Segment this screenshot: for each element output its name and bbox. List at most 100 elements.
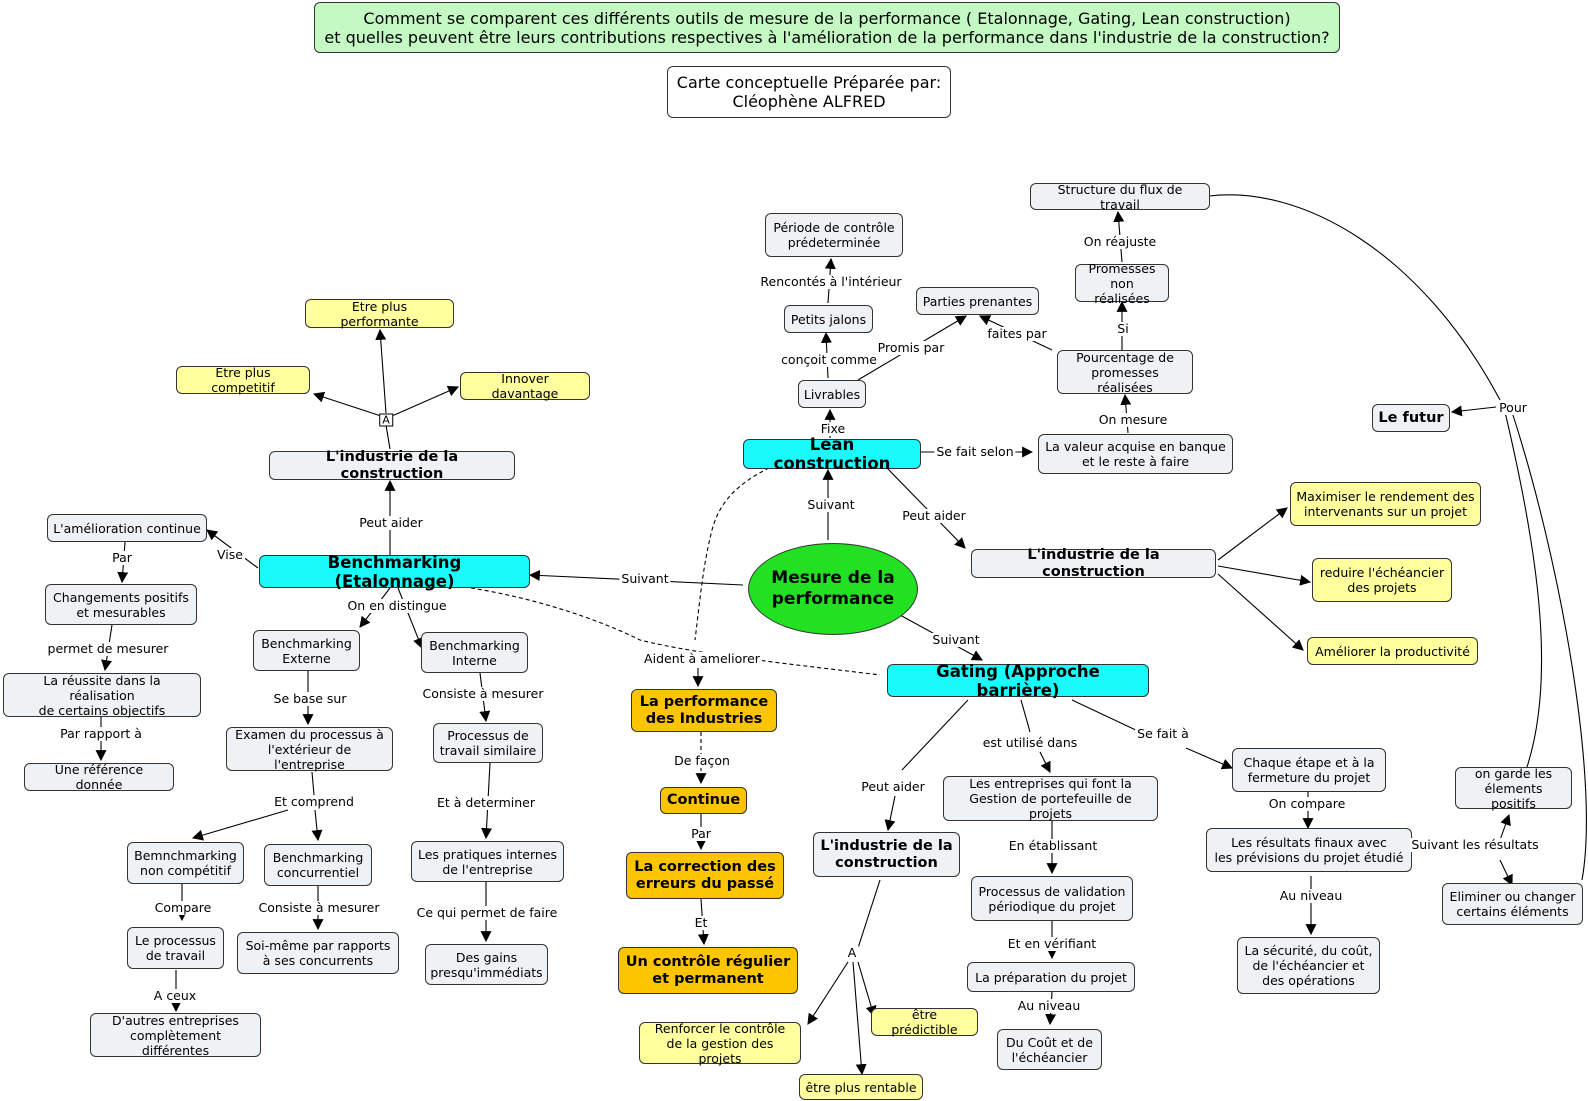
label-concoit: conçoit comme xyxy=(779,352,879,367)
node-concurrentiel[interactable]: Benchmarking concurrentiel xyxy=(264,844,372,886)
node-processus-similaire[interactable]: Processus de travail similaire xyxy=(433,723,543,763)
node-renforcer[interactable]: Renforcer le contrôle de la gestion des … xyxy=(639,1021,801,1066)
node-rentable[interactable]: être plus rentable xyxy=(799,1074,923,1100)
node-benchmarking[interactable]: Benchmarking (Etalonnage) xyxy=(259,553,530,591)
label-suivant-resultats: Suivant les résultats xyxy=(1409,837,1541,852)
label-rencontres: Rencontés à l'intérieur xyxy=(758,274,904,289)
label-au-niveau-2: Au niveau xyxy=(1277,888,1345,903)
label-se-base: Se base sur xyxy=(271,691,349,706)
link-a-competitif xyxy=(312,391,382,417)
node-correction[interactable]: La correction des erreurs du passé xyxy=(626,852,784,899)
link-utilise-entreprises xyxy=(1039,751,1051,773)
label-et-determiner: Et à determiner xyxy=(435,795,537,810)
label-suivant-bench: Suivant xyxy=(619,571,671,586)
node-eliminer[interactable]: Eliminer ou changer certains éléments xyxy=(1442,883,1583,925)
node-industry-bench[interactable]: L'industrie de la construction xyxy=(269,449,515,482)
label-consiste-1: Consiste à mesurer xyxy=(256,900,382,915)
node-innover[interactable]: Innover davantage xyxy=(460,371,590,401)
node-performance-industries[interactable]: La performance des Industries xyxy=(631,689,777,732)
node-plus-competitif[interactable]: Etre plus competitif xyxy=(176,365,310,395)
node-pratiques[interactable]: Les pratiques internes de l'entreprise xyxy=(411,841,564,882)
node-livrables[interactable]: Livrables xyxy=(798,380,866,408)
node-productivite[interactable]: Améliorer la productivité xyxy=(1307,637,1478,665)
node-entreprises[interactable]: Les entreprises qui font la Gestion de p… xyxy=(943,776,1158,821)
node-validation[interactable]: Processus de validation périodique du pr… xyxy=(971,876,1133,921)
link-comprend-concurrentiel xyxy=(311,809,323,842)
node-soi-meme[interactable]: Soi-même par rapports à ses concurrents xyxy=(237,932,399,974)
node-bench-externe[interactable]: Benchmarking Externe xyxy=(253,630,360,671)
node-changements[interactable]: Changements positifs et mesurables xyxy=(45,584,197,625)
node-resultats[interactable]: Les résultats finaux avec les prévisions… xyxy=(1206,828,1412,872)
link-industry-maximiser xyxy=(1217,507,1288,561)
node-amelioration-continue[interactable]: L'amélioration continue xyxy=(47,514,207,542)
node-pourcentage[interactable]: Pourcentage de promesses réalisées xyxy=(1057,350,1193,395)
label-verifiant: Et en vérifiant xyxy=(1005,936,1099,951)
dashed-link-lean-to-perf xyxy=(694,461,783,641)
label-a-gating: A xyxy=(845,945,859,960)
link-comprend-noncomp xyxy=(191,809,289,841)
node-plus-performante[interactable]: Etre plus performante xyxy=(305,299,454,329)
node-securite[interactable]: La sécurité, du coût, de l'échéancier et… xyxy=(1237,937,1380,994)
link-suivant-eliminer xyxy=(1499,859,1513,886)
node-maximiser[interactable]: Maximiser le rendement des intervenants … xyxy=(1290,482,1481,526)
label-etablissant: En établissant xyxy=(1006,838,1100,853)
label-peut-aider-gating: Peut aider xyxy=(859,779,927,794)
node-valeur-acquise[interactable]: La valeur acquise en banque et le reste … xyxy=(1038,434,1233,474)
link-pour-futur xyxy=(1450,405,1497,417)
node-gains[interactable]: Des gains presqu'immédiats xyxy=(425,944,548,985)
label-si: Si xyxy=(1115,321,1131,336)
curve-eliminer-pour xyxy=(1511,411,1587,881)
link-a-performante xyxy=(375,328,387,414)
node-garde-positifs[interactable]: on garde les élements positifs xyxy=(1455,766,1572,811)
label-ce-qui-permet: Ce qui permet de faire xyxy=(414,905,560,920)
label-peut-aider-bench: Peut aider xyxy=(357,515,425,530)
label-aident: Aident à ameliorer xyxy=(642,651,762,666)
node-controle[interactable]: Un contrôle régulier et permanent xyxy=(618,947,798,994)
link-sefait-chaque xyxy=(1185,747,1234,770)
node-gating[interactable]: Gating (Approche barrière) xyxy=(887,662,1149,700)
link-gating-peutaider xyxy=(901,699,969,771)
node-lean[interactable]: Lean construction xyxy=(743,435,921,473)
label-promis: Promis par xyxy=(875,340,947,355)
label-se-fait-selon: Se fait selon xyxy=(934,444,1016,459)
node-le-futur[interactable]: Le futur xyxy=(1372,404,1450,432)
node-petits-jalons[interactable]: Petits jalons xyxy=(784,305,873,333)
node-periode[interactable]: Période de contrôle prédeterminée xyxy=(765,213,903,257)
link-bench-int xyxy=(397,587,424,650)
link-lean-industry xyxy=(884,465,966,549)
label-est-utilise: est utilisé dans xyxy=(980,735,1080,750)
node-continue[interactable]: Continue xyxy=(660,787,747,814)
node-reference[interactable]: Une référence donnée xyxy=(24,762,174,792)
label-on-mesure: On mesure xyxy=(1096,412,1170,427)
label-compare: Compare xyxy=(152,900,214,915)
link-a-innover xyxy=(391,385,460,417)
node-processus-travail[interactable]: Le processus de travail xyxy=(127,927,224,969)
link-a-rentable xyxy=(852,961,867,1076)
node-bench-interne[interactable]: Benchmarking Interne xyxy=(421,632,528,673)
map-title-line-1: Comment se comparent ces différents outi… xyxy=(363,8,1291,28)
node-cout[interactable]: Du Coût et de l'échéancier xyxy=(997,1029,1102,1070)
node-preparation[interactable]: La préparation du projet xyxy=(967,962,1135,992)
node-promesses-non-realisees[interactable]: Promesses non réalisées xyxy=(1075,261,1169,306)
node-structure-flux[interactable]: Structure du flux de travail xyxy=(1030,182,1210,212)
link-a-predictible xyxy=(857,961,877,1018)
node-predictible[interactable]: être prédictible xyxy=(871,1007,978,1037)
node-industry-lean[interactable]: L'industrie de la construction xyxy=(971,547,1216,580)
node-chaque-etape[interactable]: Chaque étape et à la fermeture du projet xyxy=(1232,748,1386,792)
node-parties-prenantes[interactable]: Parties prenantes xyxy=(916,287,1039,315)
label-consiste-2: Consiste à mesurer xyxy=(420,686,546,701)
node-reussite[interactable]: La réussite dans la réalisation de certa… xyxy=(3,673,201,718)
curve-garde-pour xyxy=(1504,411,1543,768)
map-title: Comment se comparent ces différents outi… xyxy=(314,2,1340,53)
curve-structure-pour xyxy=(1208,194,1501,401)
label-pour: Pour xyxy=(1497,400,1529,415)
node-non-competitif[interactable]: Bemnchmarking non compétitif xyxy=(127,842,244,884)
node-examen[interactable]: Examen du processus à l'extérieur de l'e… xyxy=(226,727,393,772)
node-industry-gating[interactable]: L'industrie de la construction xyxy=(813,832,960,877)
node-center[interactable]: Mesure de la performance xyxy=(748,543,918,635)
node-autres-entreprises[interactable]: D'autres entreprises complètement différ… xyxy=(90,1013,261,1058)
label-on-compare: On compare xyxy=(1266,796,1348,811)
link-a-renforcer xyxy=(807,961,849,1025)
label-au-niveau-1: Au niveau xyxy=(1015,998,1083,1013)
node-reduire[interactable]: reduire l'échéancier des projets xyxy=(1312,558,1452,602)
